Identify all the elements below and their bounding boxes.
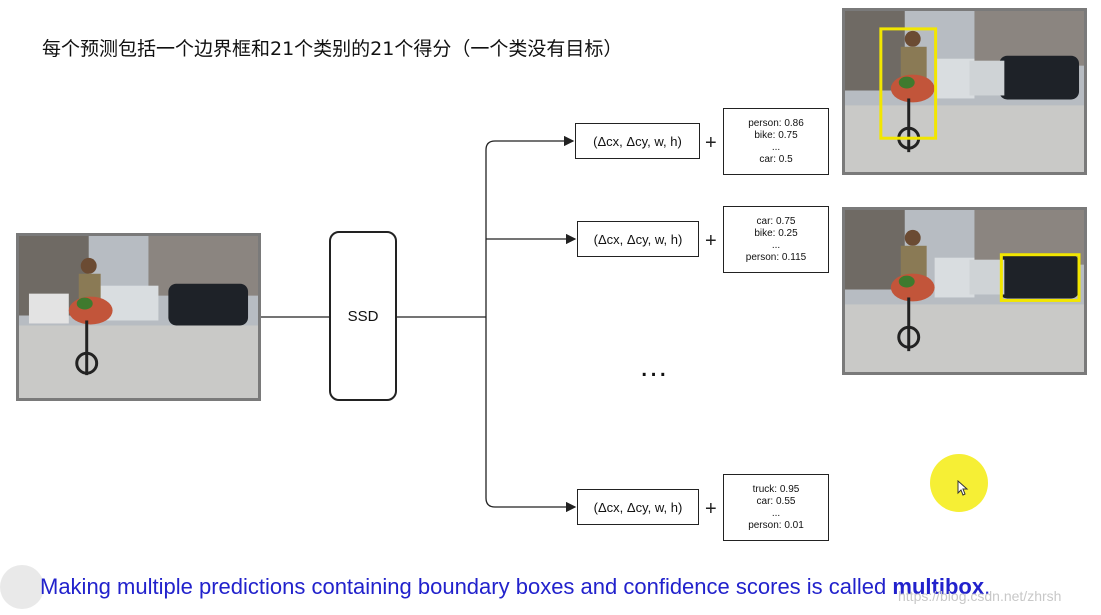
plus-sign-2: +: [705, 230, 717, 252]
output-photo-car: [842, 207, 1087, 375]
score-line: ...: [771, 507, 781, 519]
ssd-model-box: SSD: [329, 231, 397, 401]
branch-3-line: [485, 497, 577, 513]
detection-box-car: [999, 253, 1081, 302]
bbox-offset-label: (Δcx, Δcy, w, h): [593, 499, 683, 515]
slide-title: 每个预测包括一个边界框和21个类别的21个得分（一个类没有目标）: [42, 38, 623, 60]
caption-text: Making multiple predictions containing b…: [40, 574, 893, 599]
caption-keyword: multibox: [892, 574, 985, 599]
caption: Making multiple predictions containing b…: [40, 574, 990, 600]
ssd-label: SSD: [347, 307, 379, 325]
bbox-offset-box-3: (Δcx, Δcy, w, h): [577, 489, 699, 525]
branch-1-line: [485, 135, 575, 151]
detection-box-person: [879, 27, 938, 140]
input-photo: [16, 233, 261, 401]
plus-sign-1: +: [705, 132, 717, 154]
class-scores-box-1: person: 0.86 bike: 0.75 ... car: 0.5: [723, 108, 829, 175]
watermark: https://blog.csdn.net/zhrsh: [898, 588, 1062, 604]
class-scores-box-3: truck: 0.95 car: 0.55 ... person: 0.01: [723, 474, 829, 541]
bbox-offset-label: (Δcx, Δcy, w, h): [593, 231, 683, 247]
plus-sign-3: +: [705, 498, 717, 520]
bbox-offset-box-1: (Δcx, Δcy, w, h): [575, 123, 700, 159]
bbox-offset-box-2: (Δcx, Δcy, w, h): [577, 221, 699, 257]
score-line: ...: [771, 141, 781, 153]
score-line: car: 0.5: [759, 153, 793, 165]
bbox-offset-label: (Δcx, Δcy, w, h): [593, 133, 682, 149]
score-line: bike: 0.75: [754, 129, 798, 141]
caption-period: .: [984, 574, 991, 599]
score-line: ...: [771, 239, 781, 251]
score-line: person: 0.01: [748, 519, 804, 531]
score-line: person: 0.86: [748, 117, 804, 129]
score-line: car: 0.55: [756, 495, 796, 507]
more-predictions-ellipsis: ...: [640, 350, 669, 383]
score-line: person: 0.115: [745, 251, 807, 263]
mouse-pointer-icon: [957, 480, 969, 496]
score-line: car: 0.75: [756, 215, 796, 227]
score-line: truck: 0.95: [752, 483, 800, 495]
class-scores-box-2: car: 0.75 bike: 0.25 ... person: 0.115: [723, 206, 829, 273]
output-photo-person: [842, 8, 1087, 175]
play-button-icon[interactable]: [0, 565, 44, 609]
score-line: bike: 0.25: [754, 227, 798, 239]
